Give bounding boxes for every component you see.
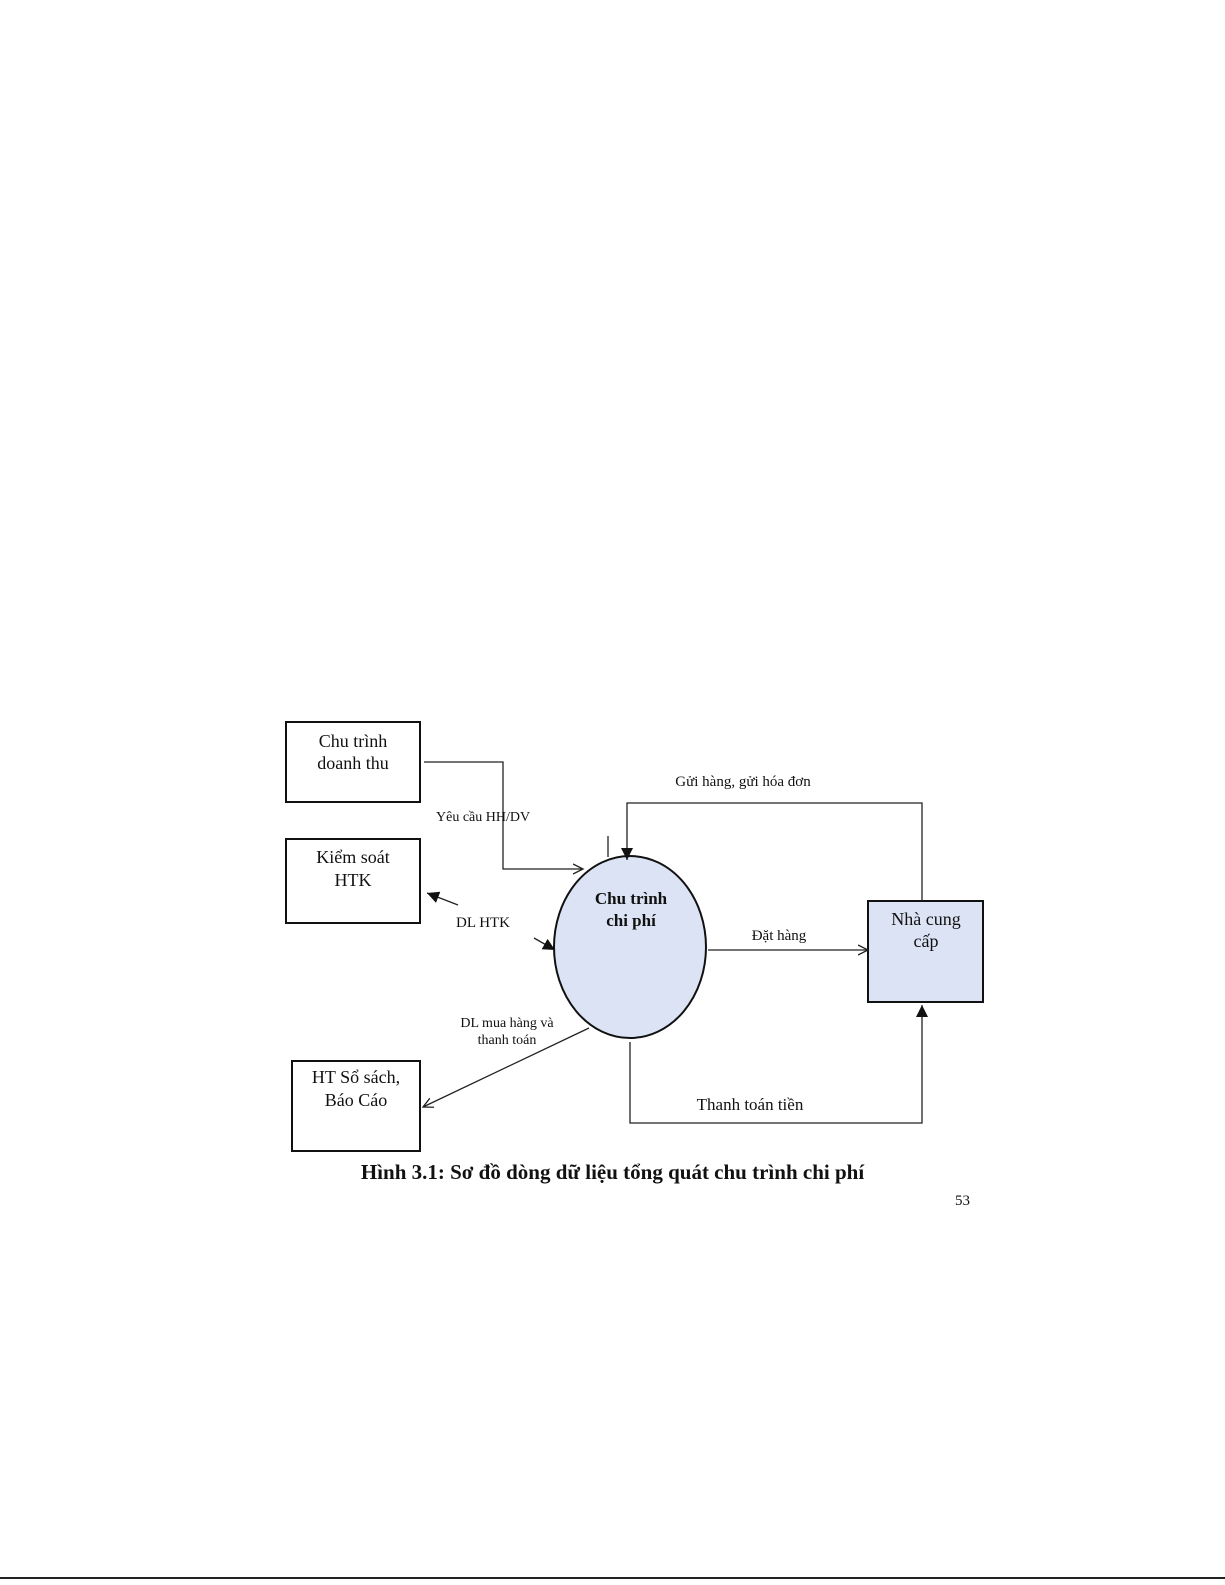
flow-ship-invoice-label: Gửi hàng, gửi hóa đơn [675,774,811,790]
flow-inventory-data-arrow-to-process [534,938,555,950]
node-inventory-control-line2: HTK [335,870,372,890]
flow-payment: Thanh toán tiền [630,1005,922,1123]
node-expense-cycle: Chu trình chi phí [554,856,706,1038]
flow-request-goods-label: Yêu cầu HH/DV [436,810,530,825]
node-revenue-cycle: Chu trình doanh thu [286,722,420,802]
flow-purchase-payment-data-label-line1: DL mua hàng và [460,1016,554,1031]
node-expense-cycle-line2: chi phí [606,911,656,930]
node-supplier: Nhà cung cấp [868,901,983,1002]
flow-order-label: Đặt hàng [752,928,807,944]
page-number: 53 [955,1193,970,1210]
node-revenue-cycle-line2: doanh thu [317,753,389,773]
flow-payment-label: Thanh toán tiền [697,1095,804,1114]
node-books-reports-line1: HT Sổ sách, [312,1067,400,1087]
node-inventory-control: Kiểm soát HTK [286,839,420,923]
node-revenue-cycle-line1: Chu trình [319,731,388,751]
flow-order: Đặt hàng [708,928,868,950]
figure-caption: Hình 3.1: Sơ đồ dòng dữ liệu tổng quát c… [0,1160,1225,1185]
flow-request-goods: Yêu cầu HH/DV [424,762,583,869]
node-books-reports: HT Sổ sách, Báo Cáo [292,1061,420,1151]
node-supplier-line1: Nhà cung [891,909,960,929]
node-expense-cycle-line1: Chu trình [595,889,668,908]
flow-inventory-data: DL HTK [427,893,555,950]
flow-inventory-data-arrow-to-control [427,893,458,905]
node-books-reports-line2: Báo Cáo [325,1090,388,1110]
node-inventory-control-line1: Kiểm soát [316,847,390,867]
flow-purchase-payment-data-label-line2: thanh toán [478,1033,537,1048]
figure-caption-label: Hình 3.1 [361,1160,438,1184]
node-supplier-line2: cấp [914,931,939,951]
page-bottom-rule [0,1577,1225,1579]
flow-inventory-data-label: DL HTK [456,915,510,931]
flow-purchase-payment-data: DL mua hàng và thanh toán [423,1016,589,1107]
figure-caption-text: : Sơ đồ dòng dữ liệu tổng quát chu trình… [438,1160,864,1184]
